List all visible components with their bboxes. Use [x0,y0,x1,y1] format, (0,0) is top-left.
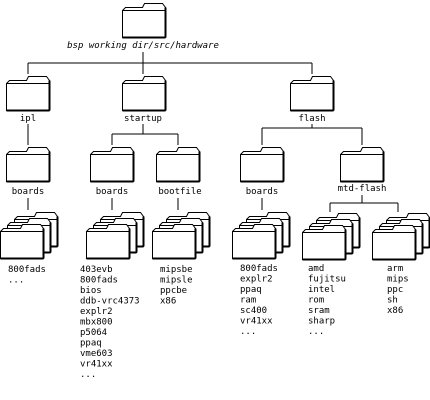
folder-stack-icon [373,214,430,260]
list-item: explr2 [240,275,273,285]
folder-label-mtd-flash: mtd-flash [338,184,387,194]
folder-startup: startup [121,75,167,124]
list-item: ppc [387,285,403,295]
list-item: ... [80,370,96,380]
folder-ipl: ipl [5,75,51,124]
folder-bootfile: bootfile [155,146,202,197]
folder-mtd-flash: mtd-flash [338,146,387,194]
folder-stack-icon [1,213,58,259]
list-item: vr41xx [80,360,113,370]
folder-icon [89,146,135,183]
list-item: mbx800 [80,318,113,328]
folder-flash: flash [289,75,335,124]
list-item: ... [8,276,24,286]
list-item: mips [387,275,409,285]
list-item: ppcbe [160,286,187,296]
folder-stack-icon [87,213,144,259]
folder-ipl-boards: boards [5,146,51,197]
list-item: arm [387,264,403,274]
folder-flash-boards: boards [239,146,285,197]
folder-startup-boards: boards [89,146,135,197]
folder-label-ipl-boards: boards [12,187,45,197]
list-item: 800fads [240,264,278,274]
folder-icon [121,2,167,39]
list-item: sram [308,306,330,316]
folder-label-flash-boards: boards [246,187,279,197]
list-item: x86 [387,306,403,316]
list-item: 403evb [80,265,113,275]
list-item: intel [308,285,335,295]
folder-stack-icon [153,213,210,259]
list-item: mipsle [160,276,193,286]
folder-stack-icon [303,214,360,260]
list-ipl-boards: 800fads... [8,265,46,286]
list-item: ... [240,327,256,337]
list-item: explr2 [80,307,113,317]
list-item: fujitsu [308,275,346,285]
list-item: 800fads [8,265,46,275]
list-item: ppaq [240,285,262,295]
list-item: mipsbe [160,265,193,275]
folder-icon [155,146,201,183]
list-item: ddb-vrc4373 [80,297,140,307]
list-item: rom [308,296,324,306]
list-item: ram [240,296,256,306]
folder-label-startup: startup [124,114,162,124]
list-item: 800fads [80,276,118,286]
connector-lines [27,52,399,212]
list-item: sc400 [240,306,267,316]
root-label: bsp working dir/src/hardware [67,41,219,51]
folder-icon [121,75,167,112]
list-item: sharp [308,317,335,327]
root-node: bsp working dir/src/hardware [67,2,219,51]
list-item: bios [80,286,102,296]
folder-icon [5,75,51,112]
list-item: sh [387,296,398,306]
folder-label-startup-boards: boards [96,187,129,197]
list-item: amd [308,264,324,274]
folder-icon [239,146,285,183]
list-item: vme603 [80,349,113,359]
folder-icon [5,146,51,183]
folder-label-bootfile: bootfile [158,187,201,197]
list-item: ppaq [80,339,102,349]
list-item: p5064 [80,328,107,338]
list-item: x86 [160,297,176,307]
folder-icon [339,146,385,183]
folder-label-ipl: ipl [20,114,36,124]
folder-label-flash: flash [298,114,325,124]
list-item: ... [308,327,324,337]
folder-stack-icon [233,213,290,259]
folder-icon [289,75,335,112]
list-item: vr41xx [240,317,273,327]
